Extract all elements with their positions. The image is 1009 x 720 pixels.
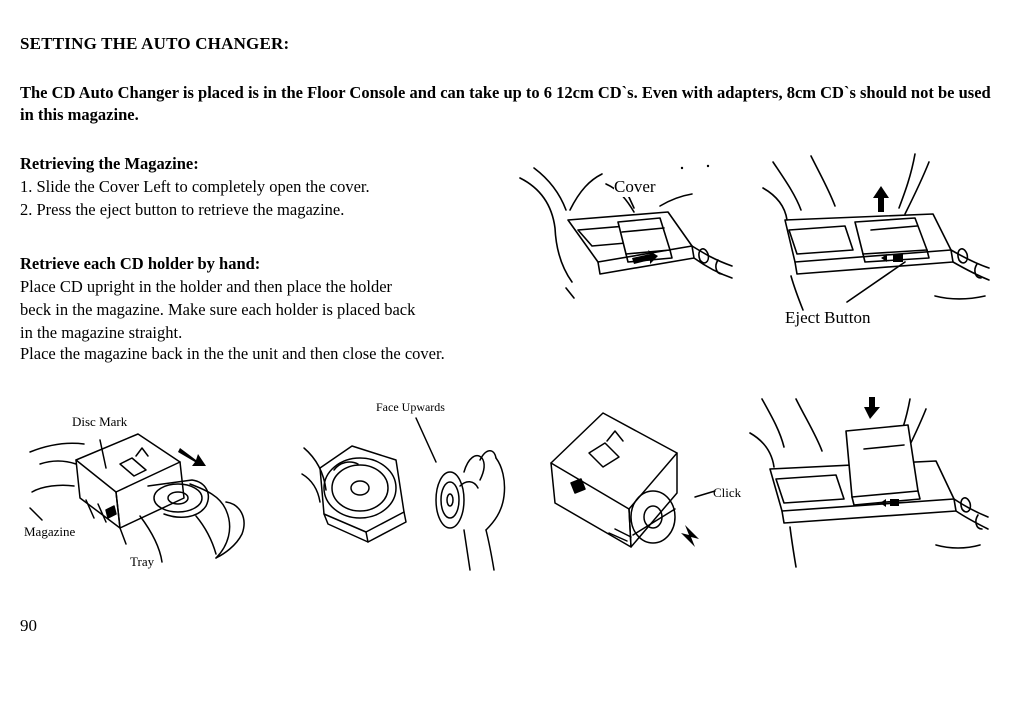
retrieve-magazine-step-1: 1. Slide the Cover Left to completely op… xyxy=(20,177,370,196)
magazine-label: Magazine xyxy=(24,524,76,539)
disc-mark-label: Disc Mark xyxy=(72,414,128,429)
insert-magazine-illustration xyxy=(740,395,990,575)
retrieve-holder-line-3: in the magazine straight. xyxy=(20,323,183,342)
face-upwards-label: Face Upwards xyxy=(376,400,445,414)
eject-button-label: Eject Button xyxy=(785,308,871,327)
intro-paragraph: The CD Auto Changer is placed is in the … xyxy=(20,83,991,124)
click-illustration: Click xyxy=(545,405,760,555)
console-cover-drawing xyxy=(510,164,735,305)
retrieve-holder-line-2: beck in the magazine. Make sure each hol… xyxy=(20,300,416,319)
page-number: 90 xyxy=(20,616,37,635)
eject-illustration: Eject Button xyxy=(755,150,990,335)
retrieve-holder-section: Retrieve each CD holder by hand: Place C… xyxy=(20,252,415,344)
face-upwards-illustration: Face Upwards xyxy=(300,400,530,575)
tray-label: Tray xyxy=(130,554,155,569)
magazine-tray-drawing xyxy=(20,408,260,578)
section-title: SETTING THE AUTO CHANGER: xyxy=(20,34,290,53)
insert-magazine-drawing xyxy=(740,397,990,575)
retrieve-holder-heading: Retrieve each CD holder by hand: xyxy=(20,254,261,273)
cover-label: Cover xyxy=(614,177,656,197)
magazine-click-drawing xyxy=(545,405,760,555)
retrieve-holder-line-1: Place CD upright in the holder and then … xyxy=(20,277,393,296)
magazine-tray-illustration: Disc Mark Magazine Tray xyxy=(20,408,260,578)
cover-illustration: Cover xyxy=(510,150,735,305)
face-upwards-drawing xyxy=(300,400,530,575)
retrieve-magazine-heading: Retrieving the Magazine: xyxy=(20,154,199,173)
closing-instruction: Place the magazine back in the the unit … xyxy=(20,344,445,363)
retrieve-magazine-step-2: 2. Press the eject button to retrieve th… xyxy=(20,200,345,219)
retrieve-magazine-section: Retrieving the Magazine: 1. Slide the Co… xyxy=(20,152,370,221)
eject-button-drawing xyxy=(755,150,990,335)
click-label: Click xyxy=(713,485,742,500)
